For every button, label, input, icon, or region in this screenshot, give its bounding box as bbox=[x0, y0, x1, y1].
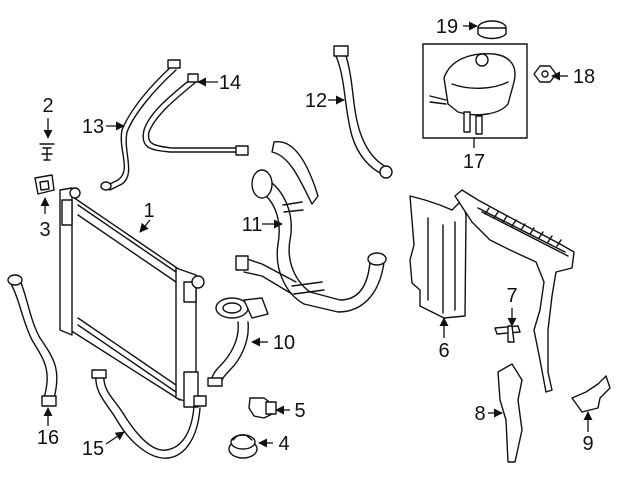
right-bracket-part bbox=[571, 375, 611, 413]
callout-6: 6 bbox=[438, 340, 449, 362]
callout-18: 18 bbox=[573, 66, 595, 88]
push-pin-part bbox=[494, 325, 521, 343]
callout-7: 7 bbox=[506, 285, 517, 307]
callout-15: 15 bbox=[82, 438, 104, 460]
air-guide-part bbox=[409, 195, 467, 319]
callout-4: 4 bbox=[278, 433, 289, 455]
reservoir-cap-part bbox=[477, 20, 507, 40]
pressure-cap-part bbox=[228, 434, 258, 459]
callout-labels: 1 2 3 4 5 6 7 8 9 10 11 12 13 14 15 16 1… bbox=[37, 16, 595, 460]
callout-12: 12 bbox=[305, 90, 327, 112]
callout-9: 9 bbox=[582, 433, 593, 455]
callout-2: 2 bbox=[42, 95, 53, 117]
callout-17: 17 bbox=[463, 151, 485, 173]
hose-16-part bbox=[7, 274, 58, 407]
hose-12-part bbox=[333, 45, 393, 179]
callout-1: 1 bbox=[143, 200, 154, 222]
callout-16: 16 bbox=[37, 427, 59, 449]
clip-part bbox=[39, 143, 55, 161]
vent-line-14-part bbox=[142, 73, 249, 156]
left-bracket-part bbox=[497, 363, 523, 463]
callout-13: 13 bbox=[82, 116, 104, 138]
leader-1 bbox=[139, 219, 151, 233]
expansion-tank-part bbox=[422, 43, 528, 139]
mount-bushing-part bbox=[34, 174, 55, 195]
coolant-hose-10-part bbox=[207, 297, 269, 387]
lower-hose-15-part bbox=[91, 369, 207, 459]
radiator-part bbox=[59, 187, 205, 408]
callout-3: 3 bbox=[39, 219, 50, 241]
callout-10: 10 bbox=[273, 332, 295, 354]
upper-hose-11-part bbox=[235, 141, 387, 313]
callout-5: 5 bbox=[294, 400, 305, 422]
callout-8: 8 bbox=[474, 403, 485, 425]
callout-14: 14 bbox=[219, 72, 241, 94]
radiator-support-frame bbox=[454, 189, 575, 393]
temperature-sensor-part bbox=[248, 397, 277, 419]
callout-11: 11 bbox=[242, 214, 263, 236]
nut-part bbox=[533, 65, 557, 83]
vent-line-13-part bbox=[100, 59, 181, 191]
leader-lines bbox=[40, 21, 593, 448]
leader-15 bbox=[105, 431, 125, 445]
callout-19: 19 bbox=[436, 16, 458, 38]
